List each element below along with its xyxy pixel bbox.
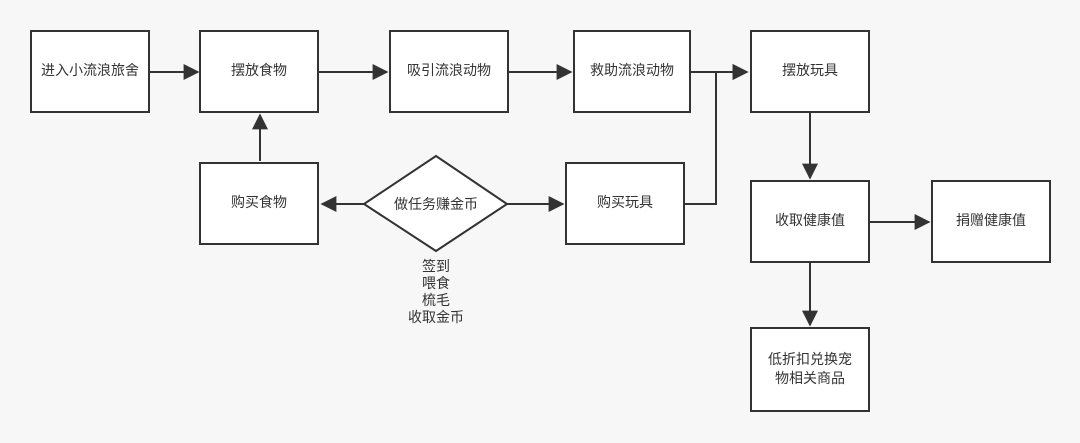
node-rescue-animals: 救助流浪动物 [573,30,691,113]
node-place-food: 摆放食物 [199,30,319,113]
node-buy-food: 购买食物 [199,162,319,245]
annotation-groom: 梳毛 [422,293,450,309]
decision-diamond [362,154,509,253]
node-do-tasks: 做任务赚金币 [394,197,478,213]
node-donate-health: 捐赠健康值 [931,180,1051,263]
annotation-feed: 喂食 [422,276,450,292]
annotation-collect-coins: 收取金币 [408,310,464,326]
node-discount-exchange: 低折扣兑换宠物相关商品 [750,327,870,412]
node-enter-hostel: 进入小流浪旅舍 [30,30,150,113]
edge-buy-toys-to-place-toys [685,64,749,205]
node-place-toys: 摆放玩具 [750,30,870,113]
node-attract-animals: 吸引流浪动物 [389,30,509,113]
task-annotations: 签到 喂食 梳毛 收取金币 [386,259,486,327]
node-collect-health: 收取健康值 [750,180,870,263]
annotation-checkin: 签到 [422,259,450,275]
node-buy-toys: 购买玩具 [565,162,685,245]
